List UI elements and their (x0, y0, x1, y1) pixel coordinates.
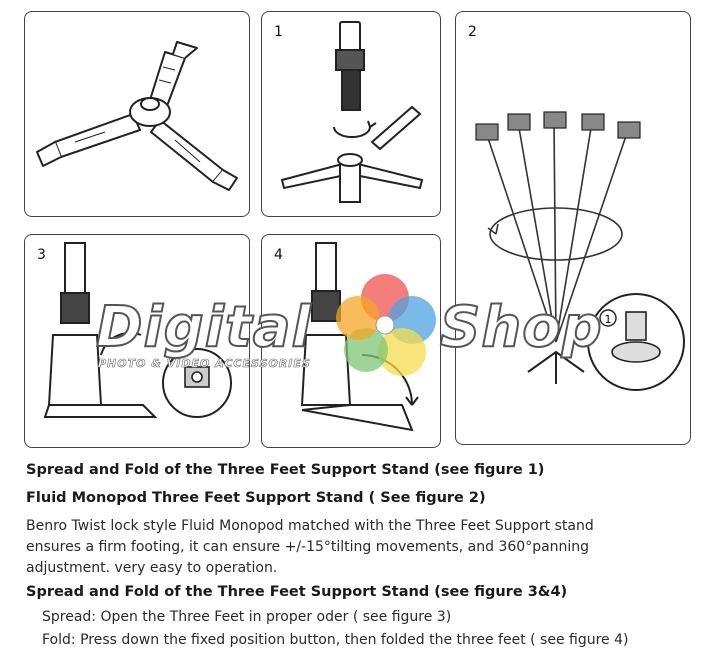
figure-3-panel: 3 (24, 234, 250, 448)
heading-fluid-monopod: Fluid Monopod Three Feet Support Stand (… (26, 490, 486, 506)
feet-spread-illustration (43, 242, 232, 418)
figure-2-panel: 2 1 (455, 11, 691, 445)
watermark-subtitle: PHOTO & VIDEO ACCESSORIES (98, 357, 311, 371)
monopod-tilt-pan-illustration: 1 (475, 111, 685, 391)
paragraph-line-3: adjustment. very easy to operation. (26, 560, 278, 576)
figure-tripod-feet-panel (24, 11, 250, 217)
feet-fold-illustration (300, 242, 419, 432)
fold-instruction: Fold: Press down the fixed position butt… (42, 632, 629, 648)
callout-number: 1 (605, 313, 612, 326)
tripod-feet-illustration (36, 41, 238, 191)
monopod-attach-illustration (280, 21, 424, 203)
watermark-logo (336, 274, 436, 376)
spread-instruction: Spread: Open the Three Feet in proper od… (42, 609, 452, 625)
figure-number: 3 (37, 247, 46, 263)
figure-number: 1 (274, 24, 283, 40)
heading-spread-fold-fig1: Spread and Fold of the Three Feet Suppor… (26, 462, 545, 478)
figure-number: 4 (274, 247, 283, 263)
figure-number: 2 (468, 24, 477, 40)
paragraph-line-1: Benro Twist lock style Fluid Monopod mat… (26, 518, 594, 534)
watermark-word-digital: Digital (95, 294, 312, 361)
heading-spread-fold-fig34: Spread and Fold of the Three Feet Suppor… (26, 584, 568, 600)
paragraph-line-2: ensures a firm footing, it can ensure +/… (26, 539, 590, 555)
watermark-word-shop: Shop (439, 294, 603, 361)
figure-1-panel: 1 (261, 11, 441, 217)
